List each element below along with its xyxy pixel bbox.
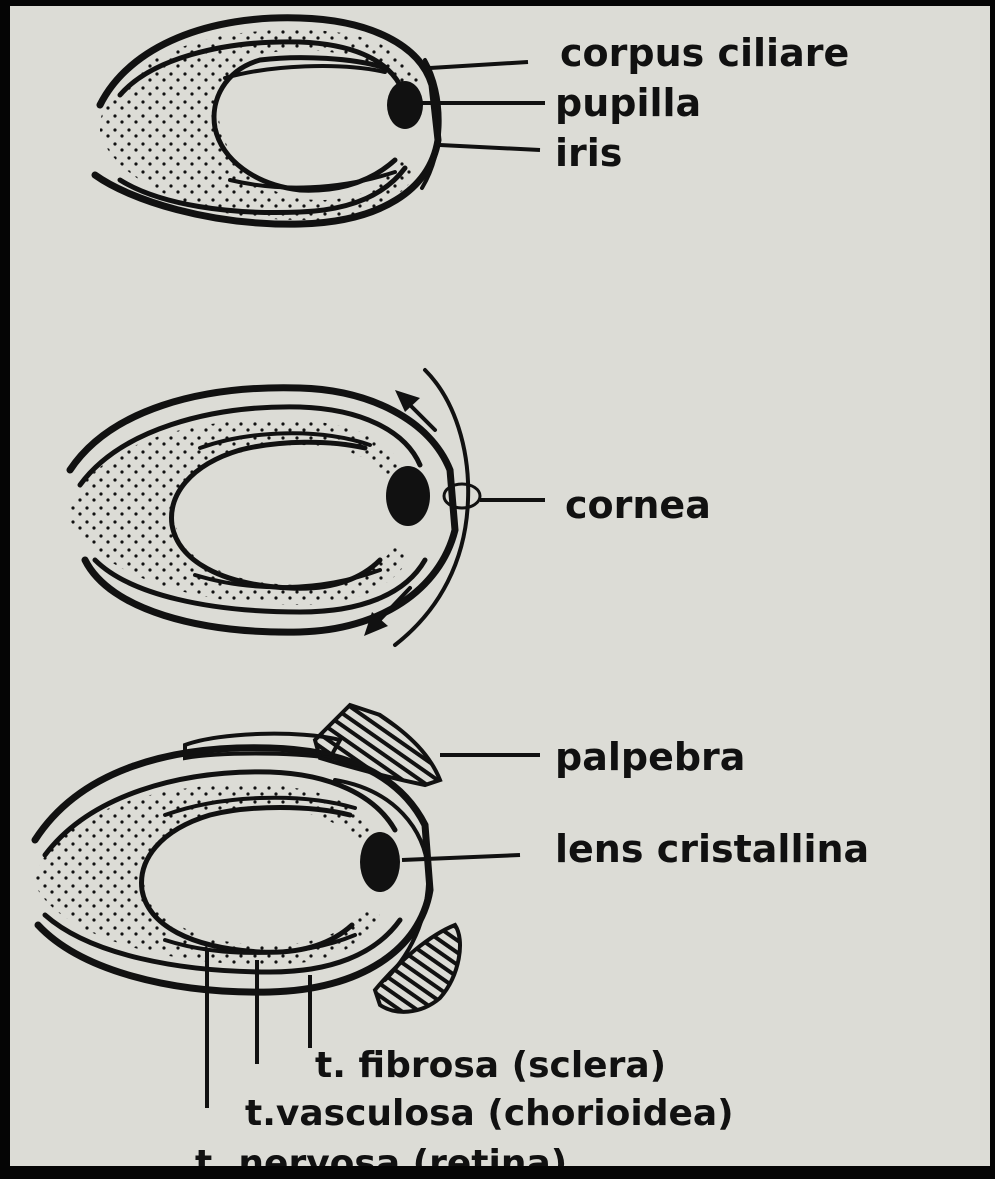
- label-palpebra: palpebra: [555, 735, 745, 779]
- label-t-vasculosa: t.vasculosa (chorioidea): [245, 1093, 734, 1134]
- label-lens-cristallina: lens cristallina: [555, 827, 869, 871]
- stage3-lens: [360, 832, 400, 892]
- frame-bottom: [0, 1166, 995, 1179]
- label-corpus-ciliare: corpus ciliare: [560, 31, 849, 75]
- stage1-lens: [387, 81, 423, 129]
- label-iris: iris: [555, 131, 622, 175]
- label-t-fibrosa: t. fibrosa (sclera): [315, 1045, 666, 1086]
- stage2-lens: [386, 466, 430, 526]
- label-pupilla: pupilla: [555, 81, 701, 125]
- label-cornea: cornea: [565, 483, 711, 527]
